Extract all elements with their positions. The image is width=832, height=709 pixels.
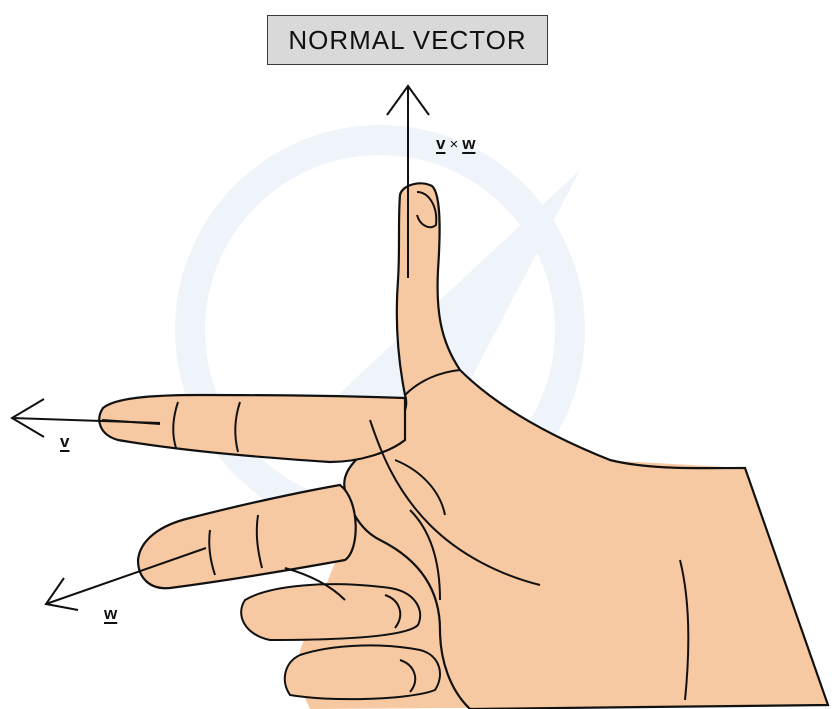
- little-finger: [285, 645, 440, 699]
- middle-finger: [138, 485, 356, 588]
- v-label: v: [60, 432, 69, 452]
- cross-left-operand: v: [436, 134, 445, 153]
- v-label-text: v: [60, 432, 69, 451]
- w-label: w: [104, 604, 117, 624]
- cross-operator: ×: [449, 136, 458, 153]
- normal-vector-title: NORMAL VECTOR: [267, 15, 548, 65]
- w-label-text: w: [104, 604, 117, 623]
- ring-finger: [241, 584, 420, 640]
- index-finger: [99, 395, 405, 462]
- cross-product-label: v×w: [436, 134, 475, 154]
- cross-right-operand: w: [462, 134, 475, 153]
